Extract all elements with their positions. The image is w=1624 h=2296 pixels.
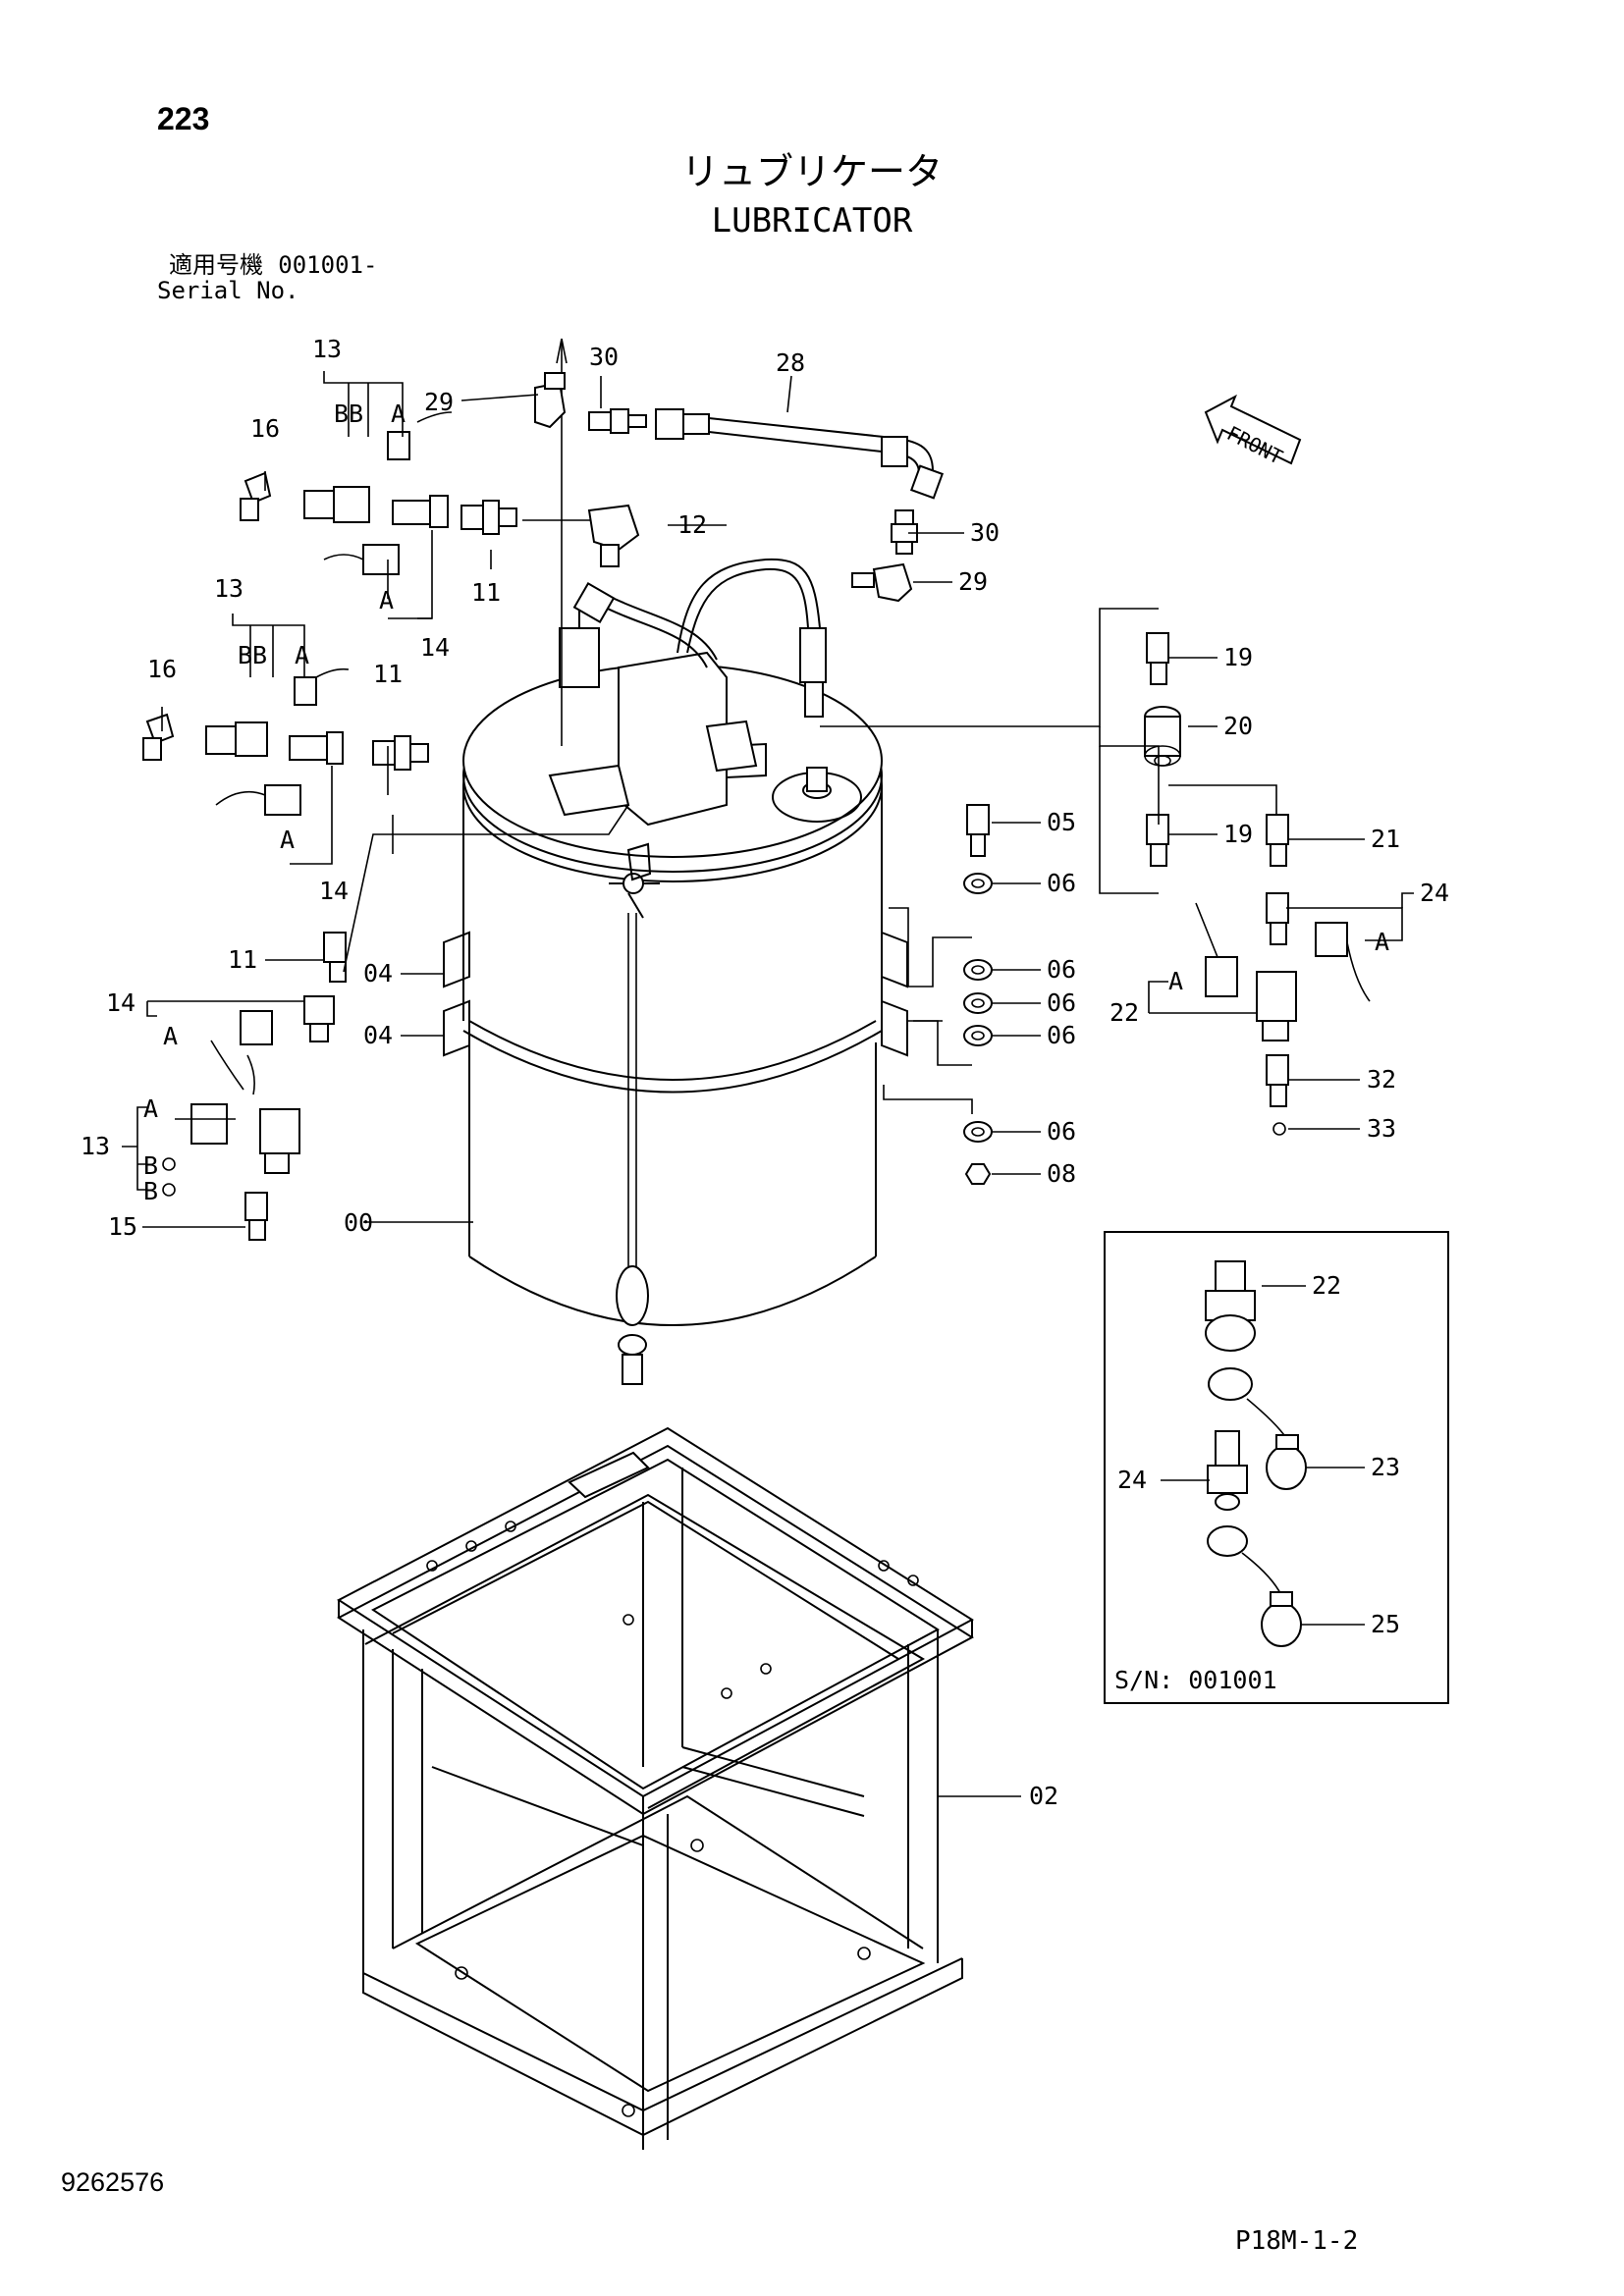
callout-19-b: 19: [1223, 820, 1253, 848]
callout-13-c: 13: [81, 1132, 110, 1160]
mark-b-1: B: [143, 1151, 158, 1180]
callout-14-c: 14: [106, 988, 135, 1017]
callout-11-b: 11: [373, 660, 403, 688]
callout-16-b: 16: [147, 655, 177, 683]
callout-02: 02: [1029, 1782, 1058, 1810]
callout-24-a: 24: [1420, 879, 1449, 907]
callout-28: 28: [776, 348, 805, 377]
serial-value: 001001-: [278, 251, 378, 279]
title-japanese: リュブリケータ: [680, 150, 943, 193]
callout-04-lower: 04: [363, 1021, 393, 1049]
callout-06-d: 06: [1047, 1021, 1076, 1049]
inset-serial: S/N: 001001: [1114, 1666, 1277, 1694]
hose-28: [655, 408, 945, 500]
title-english: LUBRICATOR: [711, 201, 913, 240]
mark-bb-1: BB: [334, 400, 363, 428]
fitting-29-right: [851, 562, 913, 603]
serial-label-english: Serial No.: [157, 277, 299, 304]
mark-a-8: A: [1375, 928, 1389, 956]
callout-labels: 00 02 04 04 05 06 06 06 06 06 08 11 11 1…: [81, 335, 1449, 1810]
fittings-left-lower: [162, 932, 347, 1241]
callout-06-a: 06: [1047, 869, 1076, 897]
page-reference: P18M-1-2: [1235, 2226, 1359, 2256]
callout-30-b: 30: [970, 518, 1000, 547]
callout-21: 21: [1371, 825, 1400, 853]
callout-00: 00: [344, 1208, 373, 1237]
callout-22-a: 22: [1110, 998, 1139, 1027]
fitting-29-top: [534, 372, 567, 429]
front-arrow-icon: FRONT: [1204, 394, 1302, 469]
callout-13-b: 13: [214, 574, 244, 603]
letter-marks: BB A BB A A A A A A A B B: [143, 400, 1389, 1205]
callout-04-upper: 04: [363, 959, 393, 988]
fitting-30-top: [588, 408, 647, 434]
callout-13-a: 13: [312, 335, 342, 363]
mark-a-1: A: [391, 400, 406, 428]
callout-14-b: 14: [319, 877, 349, 905]
serial-label-japanese: 適用号機 001001-: [169, 253, 377, 277]
fittings-left-upper: [240, 411, 517, 575]
callout-05: 05: [1047, 808, 1076, 836]
mark-a-6: A: [143, 1095, 158, 1123]
mark-bb-2: BB: [238, 641, 267, 669]
hose-assembly: [572, 558, 827, 718]
fittings-left-middle: [142, 667, 429, 816]
leader-lines: [122, 371, 1414, 1797]
callout-29-b: 29: [958, 567, 988, 596]
callout-06-c: 06: [1047, 988, 1076, 1017]
callout-06-e: 06: [1047, 1117, 1076, 1146]
callout-32: 32: [1367, 1065, 1396, 1094]
mark-b-2: B: [143, 1177, 158, 1205]
page-number: 223: [157, 101, 210, 136]
document-number: 9262576: [61, 2167, 165, 2197]
callout-14-a: 14: [420, 633, 450, 662]
callout-30-a: 30: [589, 343, 619, 371]
washers-and-nuts: [963, 804, 993, 1185]
mark-a-7: A: [1168, 967, 1183, 995]
fittings-right: [1144, 632, 1371, 1136]
callout-11-a: 11: [471, 578, 501, 607]
callout-24-b: 24: [1117, 1466, 1147, 1494]
mark-a-2: A: [295, 641, 309, 669]
callout-12: 12: [677, 510, 707, 539]
mark-a-5: A: [163, 1022, 178, 1050]
serial-label-ja-text: 適用号機: [169, 251, 263, 279]
fitting-30-right: [891, 509, 918, 555]
callout-29-a: 29: [424, 388, 454, 416]
callout-08: 08: [1047, 1159, 1076, 1188]
callout-25: 25: [1371, 1610, 1400, 1638]
mark-a-3: A: [379, 586, 394, 614]
callout-19-a: 19: [1223, 643, 1253, 671]
frame-stand: [337, 1426, 974, 2150]
callout-33: 33: [1367, 1114, 1396, 1143]
inset-box: S/N: 001001: [1104, 1231, 1449, 1704]
fitting-12: [587, 504, 640, 567]
mark-a-4: A: [280, 826, 295, 854]
callout-16-a: 16: [250, 414, 280, 443]
callout-23: 23: [1371, 1453, 1400, 1481]
callout-22-b: 22: [1312, 1271, 1341, 1300]
callout-06-b: 06: [1047, 955, 1076, 984]
callout-15: 15: [108, 1212, 137, 1241]
callout-20: 20: [1223, 712, 1253, 740]
callout-11-c: 11: [228, 945, 257, 974]
